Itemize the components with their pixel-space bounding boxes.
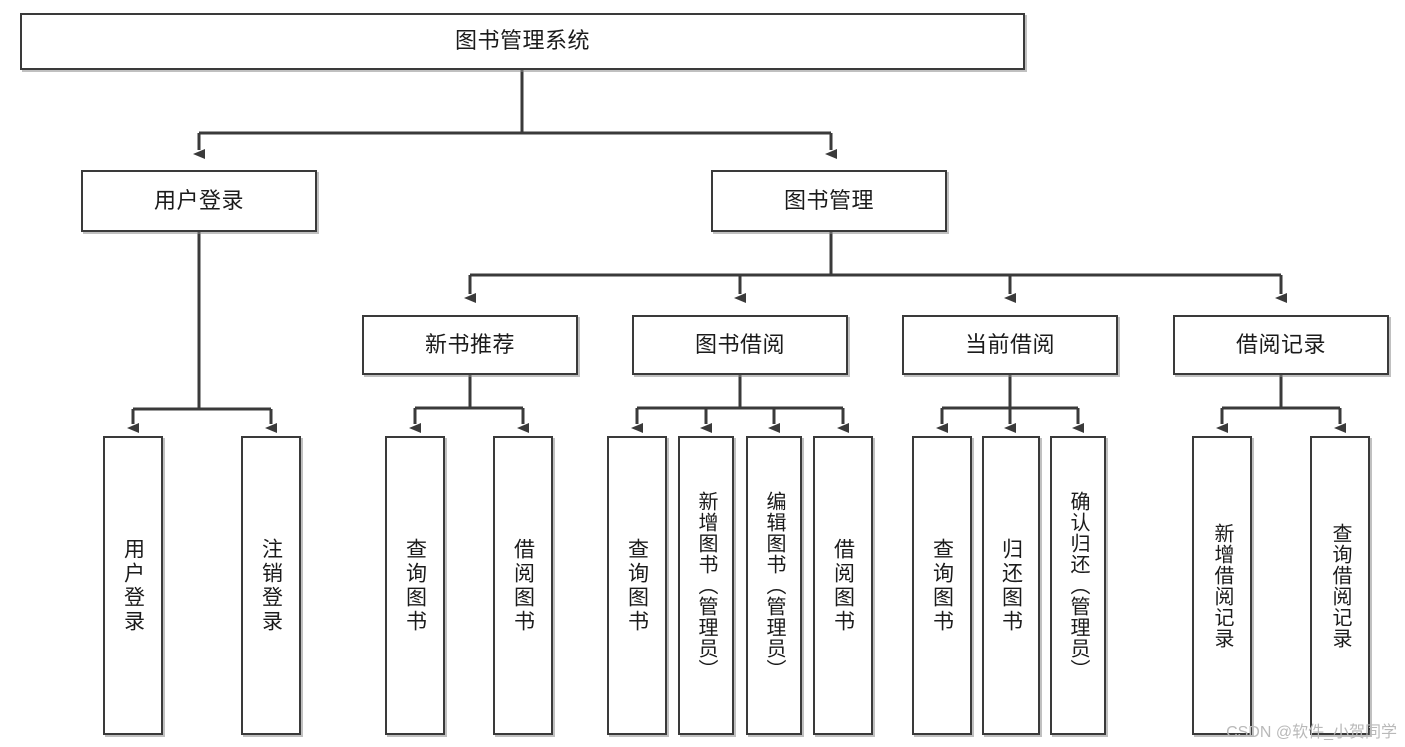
node-new-book-recommend[interactable]: 新书推荐 [362,315,578,375]
node-borrow-record-label: 借阅记录 [1235,331,1326,357]
node-leaf-borrow-book-1[interactable]: 借阅图书 [493,436,553,735]
node-leaf-edit-book-label: 编辑图书（管理员） [763,491,785,680]
node-leaf-query-record[interactable]: 查询借阅记录 [1310,436,1370,735]
node-current-borrow[interactable]: 当前借阅 [902,315,1118,375]
node-leaf-query-book-1[interactable]: 查询图书 [385,436,445,735]
node-user-login-label: 用户登录 [153,187,244,213]
node-book-borrow-label: 图书借阅 [694,331,785,357]
node-leaf-borrow-book-2-label: 借阅图书 [831,537,855,634]
node-leaf-query-book-1-label: 查询图书 [403,537,427,634]
node-user-login[interactable]: 用户登录 [81,170,317,232]
node-leaf-query-book-2-label: 查询图书 [625,537,649,634]
node-book-manage[interactable]: 图书管理 [711,170,947,232]
node-leaf-confirm-return[interactable]: 确认归还（管理员） [1050,436,1106,735]
node-root[interactable]: 图书管理系统 [20,13,1025,70]
node-leaf-user-login-label: 用户登录 [121,537,145,634]
node-leaf-return-book[interactable]: 归还图书 [982,436,1040,735]
node-leaf-query-book-3[interactable]: 查询图书 [912,436,972,735]
node-leaf-add-book-label: 新增图书（管理员） [695,491,717,680]
node-borrow-record[interactable]: 借阅记录 [1173,315,1389,375]
node-leaf-query-record-label: 查询借阅记录 [1329,522,1351,649]
node-leaf-return-book-label: 归还图书 [999,537,1023,634]
node-root-label: 图书管理系统 [454,28,590,54]
node-leaf-borrow-book-1-label: 借阅图书 [511,537,535,634]
node-leaf-user-logout-label: 注销登录 [259,537,283,634]
node-leaf-borrow-book-2[interactable]: 借阅图书 [813,436,873,735]
node-book-manage-label: 图书管理 [783,187,874,213]
node-leaf-add-record[interactable]: 新增借阅记录 [1192,436,1252,735]
node-leaf-user-login[interactable]: 用户登录 [103,436,163,735]
node-leaf-edit-book[interactable]: 编辑图书（管理员） [746,436,802,735]
node-current-borrow-label: 当前借阅 [964,331,1055,357]
node-book-borrow[interactable]: 图书借阅 [632,315,848,375]
node-leaf-query-book-2[interactable]: 查询图书 [607,436,667,735]
node-new-book-recommend-label: 新书推荐 [424,331,515,357]
node-leaf-user-logout[interactable]: 注销登录 [241,436,301,735]
connectors [127,70,1346,433]
node-leaf-query-book-3-label: 查询图书 [930,537,954,634]
node-leaf-confirm-return-label: 确认归还（管理员） [1067,491,1089,680]
node-leaf-add-book[interactable]: 新增图书（管理员） [678,436,734,735]
node-leaf-add-record-label: 新增借阅记录 [1211,522,1233,649]
